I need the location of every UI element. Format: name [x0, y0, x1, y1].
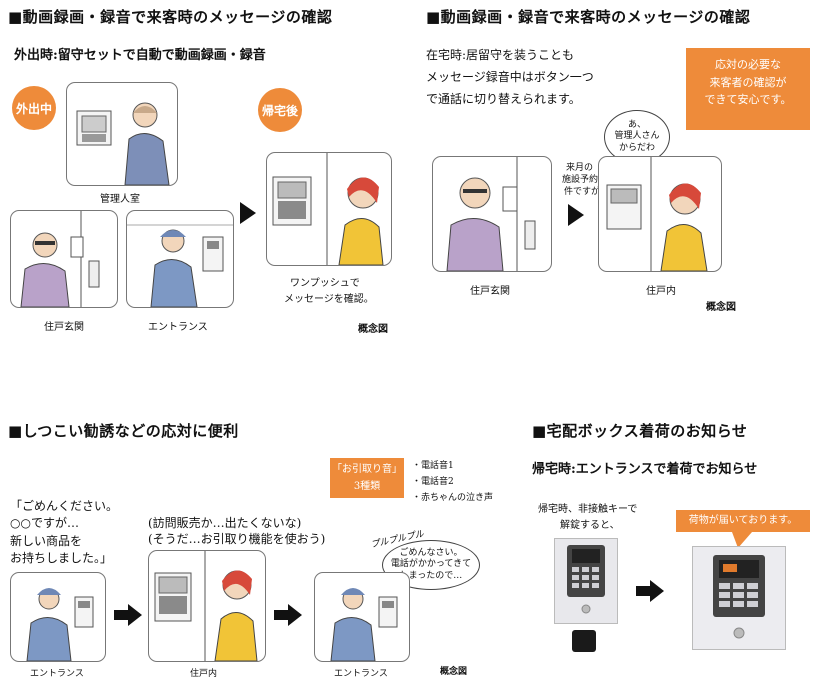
illustration-unit-door: [10, 210, 118, 308]
illustration-inside-resident: [148, 550, 266, 662]
illustration-home-room-2: [598, 156, 722, 272]
entrance-intercom-panel-notified: [692, 546, 786, 650]
entrance-intercom-panel: [554, 538, 618, 624]
caption-entrance-1: エントランス: [30, 669, 84, 679]
bubble-line2: 管理人さん: [614, 131, 660, 142]
caption-entrance-2: エントランス: [334, 669, 388, 679]
quote-line2: ○○ですが…: [10, 516, 79, 531]
concept-label: 概念図: [358, 324, 388, 335]
badge-away: 外出中: [12, 86, 56, 130]
desc-home-line1: 在宅時:居留守を装うことも: [426, 48, 575, 62]
sound-label-box: 「お引取り音」 3種類: [330, 458, 404, 498]
quote-line1: 「ごめんください。: [10, 499, 119, 513]
delivery-note-line1: 帰宅時、非接触キーで: [538, 504, 638, 515]
thought-line2: (そうだ…お引取り機能を使おう): [148, 532, 326, 546]
callout-line3: できて安心です。: [704, 93, 792, 107]
sound-option-1: ・電話音1: [412, 461, 454, 471]
delivery-note-line2: 解錠すると、: [560, 520, 620, 531]
callout-pointer-icon: [732, 532, 752, 548]
illustration-manager-room: [66, 82, 178, 186]
key-fob-icon: [572, 630, 596, 652]
caption-entrance: エントランス: [148, 322, 208, 333]
quote-line3: 新しい商品を: [10, 533, 83, 548]
illustration-entrance-visitor-2: [314, 572, 410, 662]
section-title-recording-away: ■動画録画・録音で来客時のメッセージの確認: [8, 8, 333, 26]
section-title-recording-home: ■動画録画・録音で来客時のメッセージの確認: [426, 8, 751, 26]
sound-label-line1: 「お引取り音」: [332, 464, 402, 475]
arrow-right-icon: [636, 580, 664, 602]
sound-option-2: ・電話音2: [412, 477, 454, 487]
speech-line3: 件ですが: [564, 187, 601, 197]
caption-unit-door: 住戸玄関: [44, 322, 84, 333]
illustration-home-room: [266, 152, 392, 266]
delivery-notice-callout: 荷物が届いております。: [676, 510, 810, 532]
speech-line2: 施設予約の: [562, 175, 608, 185]
refusal-line1: ごめんなさい。: [399, 548, 463, 559]
caption-inside-home: 住戸内: [646, 286, 676, 297]
concept-label: 概念図: [440, 667, 468, 677]
desc-home-line3: で通話に切り替えられます。: [426, 92, 581, 106]
desc-home-line2: メッセージ録音中はボタン一つ: [426, 70, 594, 84]
note-one-push-line2: メッセージを確認。: [284, 294, 374, 305]
sound-label-line2: 3種類: [353, 481, 381, 492]
caption-manager-room: 管理人室: [100, 194, 140, 205]
refusal-line3: しまったので…: [399, 570, 463, 581]
callout-line2: 来客者の確認が: [709, 75, 787, 89]
arrow-right-icon: [274, 604, 302, 626]
bubble-line3: からだわ: [618, 142, 655, 153]
visitor-quote: 「ごめんください。 ○○ですが… 新しい商品を お持ちしました。」: [10, 498, 118, 568]
illustration-unit-door-home: [432, 156, 552, 272]
caption-unit-door-home: 住戸玄関: [470, 286, 510, 297]
caption-inside: 住戸内: [190, 669, 218, 679]
refusal-line2: 電話がかかってきて: [390, 559, 472, 570]
speech-line1: 来月の: [566, 163, 594, 173]
callout-line1: 応対の必要な: [715, 58, 781, 71]
bubble-line1: あ、: [627, 120, 646, 131]
thought-line1: (訪問販売か…出たくないな): [148, 516, 302, 530]
subtitle-away-mode: 外出時:留守セットで自動で動画録画・録音: [14, 48, 266, 63]
badge-return-home: 帰宅後: [258, 88, 302, 132]
subtitle-delivery: 帰宅時:エントランスで着荷でお知らせ: [532, 462, 758, 477]
section-title-delivery-box: ■宅配ボックス着荷のお知らせ: [532, 422, 748, 440]
arrow-right-icon: [240, 202, 256, 224]
section-title-refusal: ■しつこい勧誘などの応対に便利: [8, 422, 239, 440]
sound-option-3: ・赤ちゃんの泣き声: [412, 493, 494, 503]
arrow-right-icon: [568, 204, 584, 226]
quote-line4: お持ちしました。」: [10, 551, 113, 566]
note-one-push-line1: ワンプッシュで: [290, 278, 360, 289]
concept-label: 概念図: [706, 302, 736, 313]
illustration-entrance: [126, 210, 234, 308]
callout-reassurance: 応対の必要な 来客者の確認が できて安心です。: [686, 48, 810, 130]
illustration-entrance-visitor: [10, 572, 106, 662]
arrow-right-icon: [114, 604, 142, 626]
